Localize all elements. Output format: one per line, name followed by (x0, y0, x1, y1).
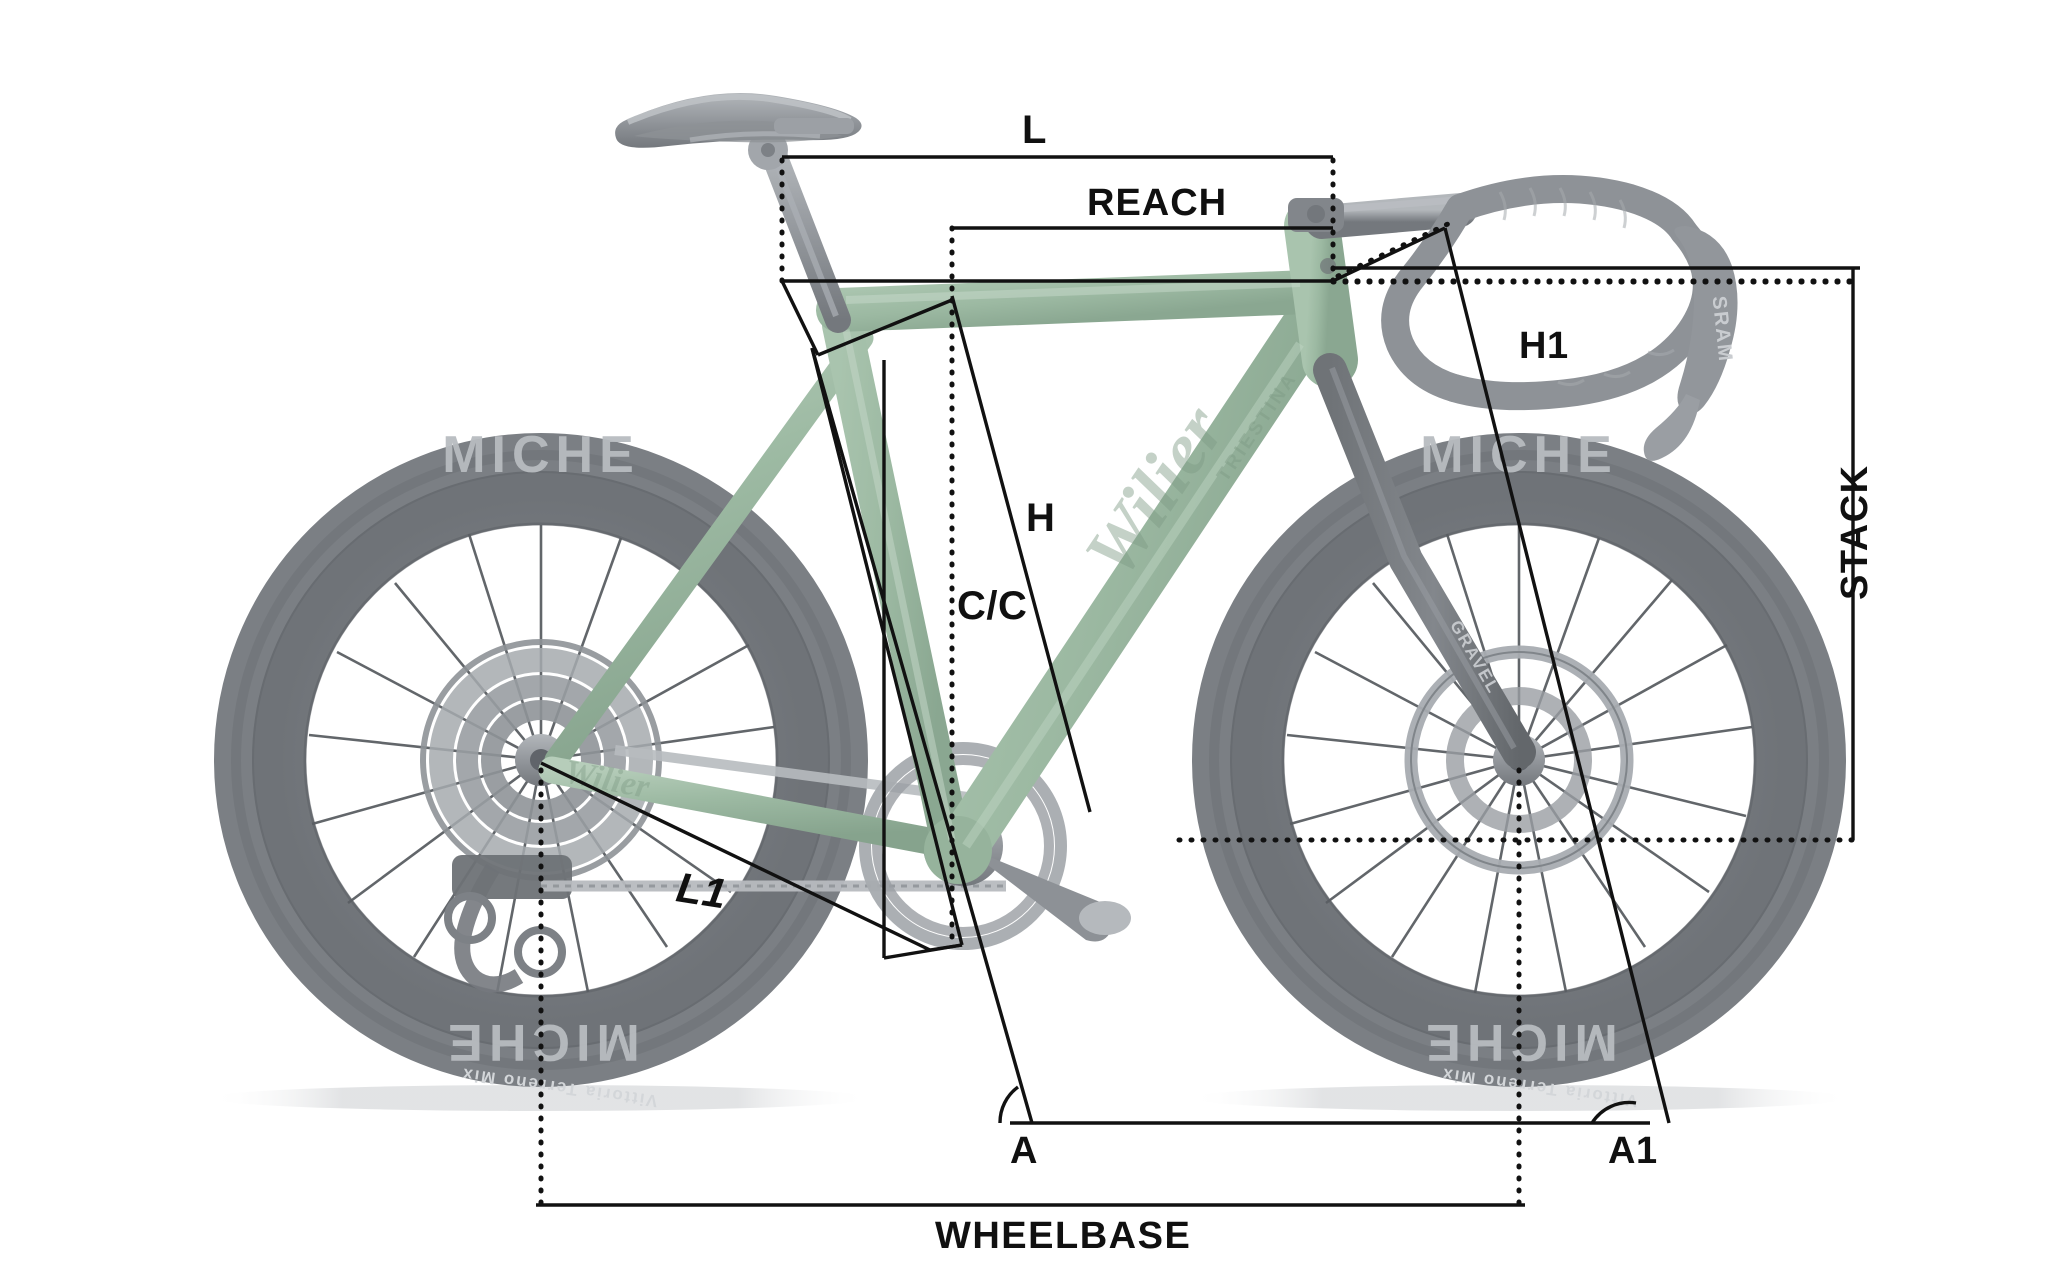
label-stack: STACK (1834, 464, 1876, 600)
seatpost-and-saddle (615, 93, 862, 333)
label-h1: H1 (1519, 325, 1569, 367)
label-cc: C/C (957, 584, 1028, 628)
label-a1: A1 (1608, 1130, 1658, 1172)
svg-text:MICHE: MICHE (1420, 1013, 1618, 1071)
label-a: A (1010, 1130, 1038, 1172)
label-l: L (1022, 108, 1047, 152)
label-reach: REACH (1087, 182, 1228, 224)
label-wheelbase: WHEELBASE (935, 1215, 1192, 1257)
label-l1: L1 (673, 863, 731, 918)
svg-text:MICHE: MICHE (1420, 426, 1618, 484)
svg-text:MICHE: MICHE (442, 426, 640, 484)
label-h: H (1026, 496, 1056, 540)
svg-text:MICHE: MICHE (442, 1013, 640, 1071)
